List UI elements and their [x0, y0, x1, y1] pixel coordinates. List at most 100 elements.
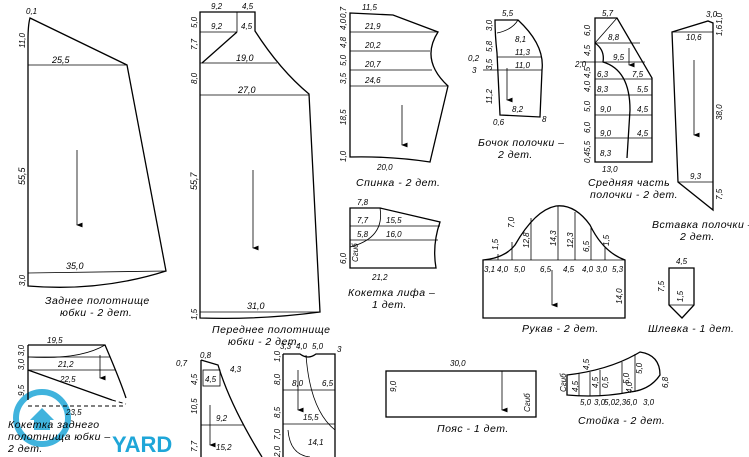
dim-label: 1,0: [715, 12, 724, 24]
piece-title: Шлевка - 1 дет.: [648, 323, 734, 335]
dim-label: 35,0: [66, 261, 84, 271]
dim-label: 11,3: [515, 48, 531, 57]
dim-label: 21,2: [371, 273, 388, 282]
dim-label: 4,3: [230, 365, 242, 374]
dim-label: 16,0: [386, 230, 402, 239]
dim-label: 7,0: [507, 216, 516, 228]
dim-label: 8,3: [600, 149, 612, 158]
dim-label: 19,5: [47, 336, 63, 345]
dim-label: 5,0: [312, 342, 324, 351]
dim-label: 4,0: [582, 265, 594, 274]
skirt-back-yoke-piece: 19,5 3,0 21,2 3,0 22,5 9,5 23,5 Кокетка …: [7, 336, 127, 455]
dim-label: 8,1: [515, 35, 526, 44]
dim-label: 12,8: [522, 232, 531, 248]
dim-label: 3,1: [484, 265, 495, 274]
dim-label: 14,1: [308, 438, 324, 447]
dim-label: 11,5: [362, 3, 378, 12]
dim-label: 3,0: [596, 265, 608, 274]
belt-loop-piece: 4,5 7,5 1,5 Шлевка - 1 дет.: [648, 257, 734, 335]
dim-label: 8,0: [292, 379, 304, 388]
dim-label: 3,3: [280, 342, 292, 351]
dim-label: 6,3: [597, 70, 609, 79]
dim-label: 4,5: [571, 380, 580, 392]
dim-label: 25,5: [51, 55, 71, 65]
dim-label: 21,2: [57, 360, 74, 369]
dim-label: 20,0: [376, 163, 393, 172]
piece-title: 2 дет.: [497, 149, 533, 161]
piece-title: Бочок полочки –: [478, 137, 565, 149]
dim-label: 15,5: [303, 413, 319, 422]
dim-label: 6,0: [626, 398, 638, 407]
dim-label: 4,0: [583, 80, 592, 92]
dim-label: 4,5: [583, 44, 592, 56]
dim-label: 8,2: [512, 105, 524, 114]
dim-label: 9,5: [17, 384, 26, 396]
dim-label: 3,5: [485, 58, 494, 70]
dim-label: 5,5: [637, 85, 649, 94]
dim-label: 4,5: [591, 376, 600, 388]
dim-label: 12,3: [566, 232, 575, 248]
watermark-logo: [13, 389, 71, 447]
dim-label: 0,4: [583, 151, 592, 163]
dim-label: 4,5: [205, 375, 217, 384]
dim-label: 4,0: [625, 381, 634, 393]
piece-title: Переднее полотнище: [212, 324, 330, 336]
dim-label: 1,0: [273, 350, 282, 362]
dim-label: 1,5: [190, 308, 199, 320]
dim-label: 7,8: [357, 198, 369, 207]
dim-label: 11,0: [18, 32, 27, 48]
dim-label: 9,0: [389, 380, 398, 392]
front-skirt-panel: 9,2 4,5 9,2 4,5 5,0 7,7 8,0 19,0 27,0 55…: [189, 2, 330, 348]
piece-title: 1 дет.: [372, 299, 407, 311]
dim-label: 4,0: [296, 342, 308, 351]
dim-label: 5,5: [583, 140, 592, 152]
dim-label: 4,5: [583, 66, 592, 78]
piece-title: 2 дет.: [679, 231, 715, 243]
dim-label: 2,0: [273, 445, 282, 457]
dim-label: 6,8: [661, 376, 670, 388]
dim-label: 0,2: [468, 54, 480, 63]
dim-label: 10,6: [686, 33, 702, 42]
dim-label: 4,5: [676, 257, 688, 266]
piece-title: Кокетка заднего: [8, 419, 100, 431]
dim-label: 19,0: [236, 53, 254, 63]
dim-label: 7,5: [715, 188, 724, 200]
dim-label: 8,0: [190, 72, 199, 84]
piece-title: 2 дет.: [7, 443, 43, 455]
dim-label: 0,7: [339, 6, 348, 18]
dim-label: 9,3: [690, 172, 702, 181]
dim-label: 7,0: [273, 428, 282, 440]
dim-label: 7,7: [357, 216, 369, 225]
house-icon: [30, 408, 54, 430]
dim-label: 5,7: [602, 9, 614, 18]
sleeve-piece: 1,5 7,0 12,8 14,3 12,3 6,5 1,5 3,1 4,0 5…: [482, 205, 626, 335]
dim-label: 15,2: [216, 443, 232, 452]
dim-label: 5,5: [502, 9, 514, 18]
piece-title: Кокетка лифа –: [348, 287, 435, 299]
dim-label: 55,5: [17, 166, 27, 185]
collar-stand-piece: Сгиб 4,5 4,5 4,5 0,5 5,0 5,0 4,0 6,8 5,0…: [559, 351, 670, 427]
piece-title: Вставка полочки –: [652, 219, 749, 231]
dim-label: 4,5: [637, 105, 649, 114]
dim-label: 5,0: [622, 372, 631, 384]
waistband-piece: 30,0 9,0 Сгиб Пояс - 1 дет.: [385, 359, 537, 435]
dim-label: 8,8: [608, 33, 620, 42]
watermark-ring: [13, 389, 71, 447]
dim-label: 14,3: [549, 230, 558, 246]
dim-label: 4,0: [339, 18, 348, 30]
dim-label: 3,0: [643, 398, 655, 407]
dim-label: 27,0: [237, 85, 256, 95]
dim-label: 11,0: [515, 61, 531, 70]
dim-label: 30,0: [450, 359, 466, 368]
piece-title: Пояс - 1 дет.: [437, 423, 509, 435]
dim-label: 38,0: [715, 104, 724, 120]
dim-label: 3,0: [706, 10, 718, 19]
side-front-piece: 5,5 3,0 5,8 8,1 11,3 0,2 3 3,5 11,0 11,2…: [468, 9, 565, 161]
dim-label: 18,5: [339, 109, 348, 125]
dim-label: 5,0: [514, 265, 526, 274]
dim-label: 4,5: [242, 2, 254, 11]
dim-label: 3: [472, 66, 477, 75]
dim-label: 55,7: [189, 171, 199, 190]
dim-label: 5,0: [604, 398, 616, 407]
dim-label: 22,5: [59, 375, 76, 384]
